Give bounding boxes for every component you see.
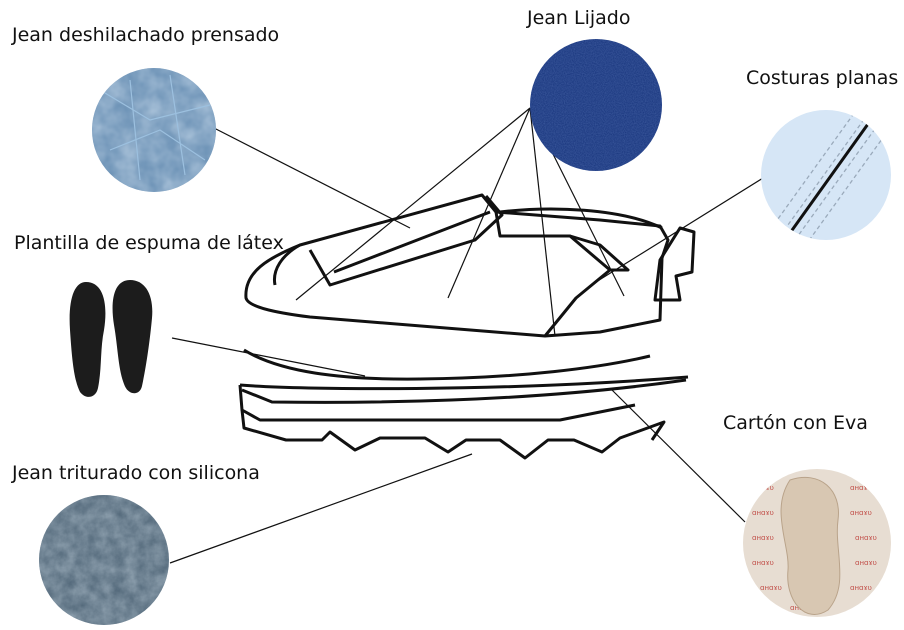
lace-panel-line bbox=[333, 210, 491, 274]
svg-text:ɑʜɑɤʋ: ɑʜɑɤʋ bbox=[760, 584, 782, 592]
svg-text:ɑʜɑɤʋ: ɑʜɑɤʋ bbox=[752, 534, 774, 542]
svg-text:ɑʜɑɤʋ: ɑʜɑɤʋ bbox=[855, 534, 877, 542]
front-panel bbox=[308, 195, 504, 287]
swatch-jean-lijado bbox=[530, 39, 662, 171]
swatch-carton-con-eva: ɑʜɑɤʋ ɑʜɑɤʋ ɑʜɑɤʋ ɑʜɑɤʋ ɑʜɑɤʋ ɑʜɑɤʋ ɑʜɑɤʋ ɑʜ… bbox=[743, 469, 891, 617]
leader-line-plantilla bbox=[171, 337, 366, 377]
midsole-line bbox=[241, 378, 687, 404]
outsole-lugs bbox=[240, 409, 666, 460]
insole-pair-image bbox=[69, 280, 153, 397]
label-jean-deshilachado: Jean deshilachado prensado bbox=[12, 24, 280, 46]
label-costuras-planas: Costuras planas bbox=[746, 67, 899, 89]
swatch-jean-triturado bbox=[39, 495, 169, 625]
midsole-top bbox=[239, 375, 689, 391]
label-carton-con-eva: Cartón con Eva bbox=[723, 412, 868, 434]
label-jean-lijado: Jean Lijado bbox=[527, 7, 631, 29]
svg-text:ɑʜɑɤʋ: ɑʜɑɤʋ bbox=[855, 559, 877, 567]
eye-panel bbox=[569, 234, 630, 272]
toe-cap-line bbox=[272, 243, 301, 286]
label-jean-triturado: Jean triturado con silicona bbox=[12, 462, 260, 484]
collar-line bbox=[499, 207, 663, 230]
svg-text:ɑʜɑɤʋ: ɑʜɑɤʋ bbox=[752, 484, 774, 492]
label-plantilla: Plantilla de espuma de látex bbox=[14, 232, 284, 254]
insole-layer bbox=[243, 348, 651, 381]
swatch-jean-deshilachado bbox=[92, 68, 216, 192]
heel-tab bbox=[653, 226, 696, 302]
shoe-upper bbox=[244, 193, 696, 338]
svg-text:ɑʜɑɤʋ: ɑʜɑɤʋ bbox=[850, 484, 872, 492]
swatch-costuras-planas bbox=[761, 110, 891, 240]
leader-line-triturado bbox=[169, 453, 473, 564]
svg-text:ɑʜɑɤʋ: ɑʜɑɤʋ bbox=[752, 509, 774, 517]
leader-line-lijado-3 bbox=[529, 107, 556, 337]
leader-line-lijado-1 bbox=[295, 107, 531, 301]
midsole-bottom bbox=[238, 384, 636, 422]
svg-text:ɑʜɑɤʋ: ɑʜɑɤʋ bbox=[850, 584, 872, 592]
sole bbox=[238, 375, 689, 460]
leader-lines bbox=[169, 107, 764, 564]
upper-outline bbox=[244, 193, 670, 338]
svg-text:ɑʜɑɤʋ: ɑʜɑɤʋ bbox=[752, 559, 774, 567]
svg-text:ɑʜɑɤʋ: ɑʜɑɤʋ bbox=[850, 509, 872, 517]
insole-line bbox=[243, 348, 651, 381]
leader-line-carton bbox=[611, 389, 746, 523]
side-panel bbox=[494, 211, 612, 337]
leader-line-deshilachado bbox=[213, 127, 411, 229]
